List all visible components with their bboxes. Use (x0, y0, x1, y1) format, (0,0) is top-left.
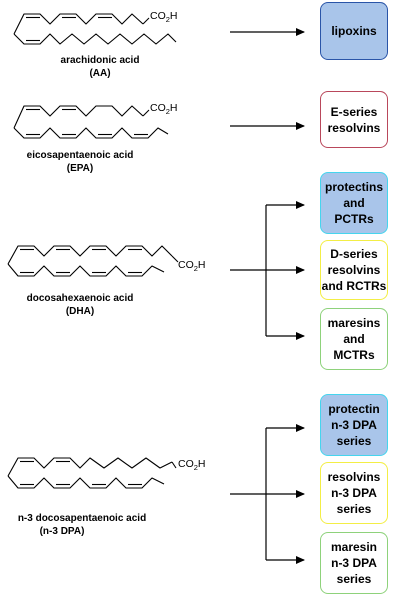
aa-lower-chain (13, 33, 177, 45)
dha-lower-chain (7, 263, 165, 277)
maresins-label: maresins and MCTRs (327, 316, 381, 362)
dha-formula: CO2H (178, 259, 206, 273)
d-series-resolvins-box: D-series resolvins and RCTRs (320, 240, 388, 300)
lipoxins-box: lipoxins (320, 2, 388, 60)
maresin-dpa-box: maresin n-3 DPA series (320, 532, 388, 594)
resolvins-dpa-box: resolvins n-3 DPA series (320, 462, 388, 524)
e-series-resolvins-box: E-series resolvins (320, 91, 388, 148)
dha-double-bond (171, 255, 179, 263)
epa-double-bond (142, 109, 150, 117)
protectin-dpa-label: protectin n-3 DPA series (328, 402, 380, 448)
dha-structure (7, 245, 179, 277)
epa-upper-chain (13, 105, 144, 129)
epa-lower-chain (13, 127, 169, 139)
dha-abbr: (DHA) (66, 306, 94, 317)
dha-formula-subscript: 2 (194, 264, 198, 273)
dpa-formula: CO2H (178, 458, 206, 472)
aa-upper-chain (13, 13, 144, 35)
epa-abbr: (EPA) (67, 163, 93, 174)
resolvins-dpa-label: resolvins n-3 DPA series (327, 470, 381, 516)
aa-name: arachidonic acid (61, 55, 140, 66)
protectin-dpa-box: protectin n-3 DPA series (320, 394, 388, 456)
lipoxins-label: lipoxins (331, 24, 377, 38)
dha-upper-chain (7, 245, 173, 265)
dpa-double-bond (171, 461, 177, 469)
d-series-resolvins-label: D-series resolvins and RCTRs (321, 247, 387, 293)
maresin-dpa-label: maresin n-3 DPA series (330, 540, 378, 586)
aa-formula: CO2H (150, 10, 178, 24)
dpa-formula-subscript: 2 (194, 463, 198, 472)
dpa-structure (7, 457, 177, 489)
epa-formula: CO2H (150, 102, 178, 116)
protectins-box: protectins and PCTRs (320, 172, 388, 234)
epa-name: eicosapentaenoic acid (27, 150, 134, 161)
aa-structure (13, 13, 177, 45)
dpa-name: n-3 docosapentaenoic acid (18, 513, 146, 524)
dha-name: docosahexaenoic acid (27, 293, 134, 304)
aa-abbr: (AA) (89, 68, 110, 79)
epa-structure (13, 105, 169, 139)
epa-formula-subscript: 2 (166, 107, 170, 116)
e-series-resolvins-label: E-series resolvins (327, 104, 381, 135)
aa-double-bond (142, 17, 150, 25)
dpa-lower-chain (7, 475, 165, 489)
aa-formula-subscript: 2 (166, 15, 170, 24)
protectins-label: protectins and PCTRs (324, 180, 383, 226)
dpa-abbr: (n-3 DPA) (40, 526, 85, 537)
arrows (230, 28, 305, 564)
maresins-box: maresins and MCTRs (320, 308, 388, 370)
dpa-upper-chain (7, 457, 173, 477)
